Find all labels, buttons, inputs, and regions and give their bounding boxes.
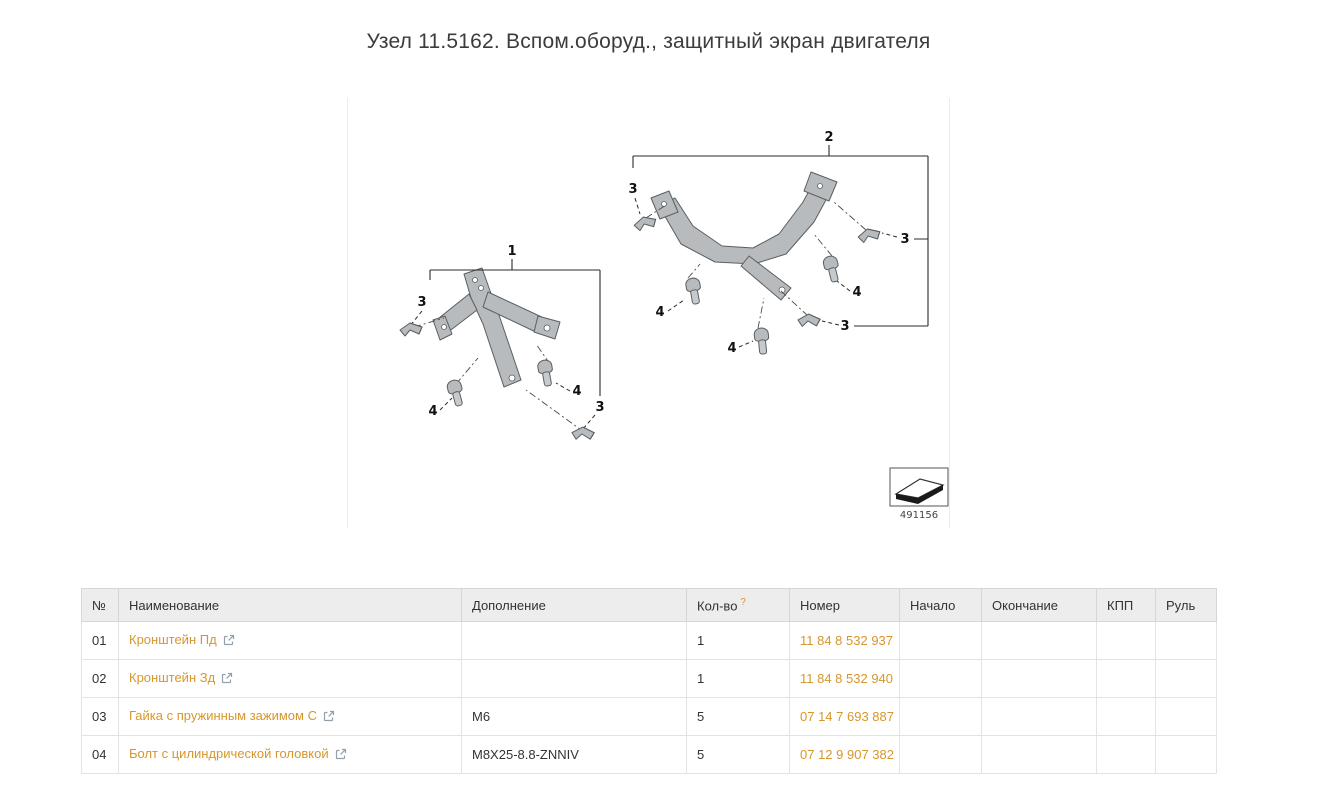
row-number: 01 — [81, 621, 119, 661]
callout-3-label: 3 — [595, 400, 604, 415]
clip-icon — [570, 425, 596, 443]
row-number: 04 — [81, 735, 119, 775]
row-number: 02 — [81, 659, 119, 699]
callout-line-1 — [429, 259, 601, 396]
bracket-rear-part — [650, 171, 838, 301]
callout-3-label: 3 — [900, 232, 909, 247]
table-row: 01 Кронштейн Пд 1 11 84 8 532 937 — [81, 621, 1217, 661]
gearbox-cell — [1096, 697, 1156, 737]
part-name-link[interactable]: Кронштейн Зд — [129, 670, 216, 686]
steering-cell — [1155, 621, 1217, 661]
steering-cell — [1155, 659, 1217, 699]
part-name-cell: Кронштейн Зд — [118, 659, 462, 699]
bolt-icon — [684, 276, 704, 306]
content-column: Узел 11.5162. Вспом.оборуд., защитный эк… — [81, 0, 1217, 775]
callout-3-label: 3 — [628, 182, 637, 197]
callout-4-label: 4 — [655, 305, 664, 320]
part-number-link[interactable]: 07 12 9 907 382 — [800, 747, 894, 763]
row-number: 03 — [81, 697, 119, 737]
clip-icon — [856, 227, 882, 244]
col-header-steering: Руль — [1155, 587, 1217, 623]
page-title: Узел 11.5162. Вспом.оборуд., защитный эк… — [366, 30, 931, 53]
table-row: 02 Кронштейн Зд 1 11 84 8 532 940 — [81, 659, 1217, 699]
bracket-front-part — [432, 267, 561, 388]
addition-cell: M8X25-8.8-ZNNIV — [461, 735, 687, 775]
start-cell — [899, 697, 982, 737]
col-header-gearbox: КПП — [1096, 587, 1156, 623]
part-number-cell: 07 14 7 693 887 — [789, 697, 900, 737]
col-header-number: Номер — [789, 587, 900, 623]
steering-cell — [1155, 697, 1217, 737]
callout-2-label: 2 — [824, 130, 833, 145]
part-name-link[interactable]: Гайка с пружинным зажимом С — [129, 708, 317, 724]
external-link-icon — [223, 634, 235, 649]
gearbox-cell — [1096, 659, 1156, 699]
col-header-addition: Дополнение — [461, 587, 687, 623]
table-row: 03 Гайка с пружинным зажимом С M6 5 07 1… — [81, 697, 1217, 737]
qty-cell: 5 — [686, 697, 790, 737]
col-header-name: Наименование — [118, 587, 462, 623]
part-number-link[interactable]: 07 14 7 693 887 — [800, 709, 894, 725]
gearbox-cell — [1096, 735, 1156, 775]
callout-line-2 — [632, 145, 929, 327]
col-header-start: Начало — [899, 587, 982, 623]
col-header-num: № — [81, 587, 119, 623]
bolt-icon — [753, 326, 771, 356]
bolt-icon — [536, 358, 556, 388]
qty-cell: 1 — [686, 621, 790, 661]
callout-3-label: 3 — [417, 295, 426, 310]
external-link-icon — [335, 748, 347, 763]
callout-4-label: 4 — [852, 285, 861, 300]
parts-table: № Наименование Дополнение Кол-во? Номер … — [81, 587, 1217, 775]
callout-4-label: 4 — [727, 341, 736, 356]
skid-plate-icon — [889, 467, 949, 507]
part-name-cell: Болт с цилиндрической головкой — [118, 735, 462, 775]
axis-lines — [413, 201, 867, 433]
table-header-row: № Наименование Дополнение Кол-во? Номер … — [81, 587, 1217, 623]
callout-4-label: 4 — [428, 404, 437, 419]
steering-cell — [1155, 735, 1217, 775]
col-header-end: Окончание — [981, 587, 1097, 623]
callout-1-label: 1 — [507, 244, 516, 259]
part-number-cell: 11 84 8 532 937 — [789, 621, 900, 661]
start-cell — [899, 735, 982, 775]
clip-icon — [399, 322, 423, 337]
end-cell — [981, 621, 1097, 661]
col-header-qty: Кол-во? — [686, 587, 790, 623]
part-name-cell: Гайка с пружинным зажимом С — [118, 697, 462, 737]
gearbox-cell — [1096, 621, 1156, 661]
qty-help-link[interactable]: ? — [740, 597, 746, 608]
diagram-panel: 1 2 3 3 3 3 3 4 4 4 4 4 491156 — [347, 98, 950, 528]
end-cell — [981, 697, 1097, 737]
bolt-icon — [445, 378, 467, 408]
addition-cell: M6 — [461, 697, 687, 737]
callout-3-label: 3 — [840, 319, 849, 334]
end-cell — [981, 735, 1097, 775]
leader-lines — [409, 197, 898, 430]
start-cell — [899, 621, 982, 661]
part-number-link[interactable]: 11 84 8 532 937 — [800, 633, 894, 649]
addition-cell — [461, 659, 687, 699]
part-number-cell: 11 84 8 532 940 — [789, 659, 900, 699]
qty-cell: 5 — [686, 735, 790, 775]
qty-cell: 1 — [686, 659, 790, 699]
end-cell — [981, 659, 1097, 699]
image-number-label: 491156 — [900, 510, 938, 521]
table-row: 04 Болт с цилиндрической головкой M8X25-… — [81, 735, 1217, 775]
part-name-link[interactable]: Болт с цилиндрической головкой — [129, 746, 329, 762]
clip-icon — [796, 312, 822, 329]
parts-diagram: 1 2 3 3 3 3 3 4 4 4 4 4 491156 — [399, 130, 949, 521]
external-link-icon — [221, 672, 233, 687]
start-cell — [899, 659, 982, 699]
part-name-cell: Кронштейн Пд — [118, 621, 462, 661]
part-number-link[interactable]: 11 84 8 532 940 — [800, 671, 894, 687]
external-link-icon — [323, 710, 335, 725]
clip-icon — [632, 214, 658, 232]
bolt-icon — [821, 254, 843, 284]
addition-cell — [461, 621, 687, 661]
qty-header-label: Кол-во — [697, 598, 738, 614]
part-number-cell: 07 12 9 907 382 — [789, 735, 900, 775]
part-name-link[interactable]: Кронштейн Пд — [129, 632, 217, 648]
callout-4-label: 4 — [572, 384, 581, 399]
